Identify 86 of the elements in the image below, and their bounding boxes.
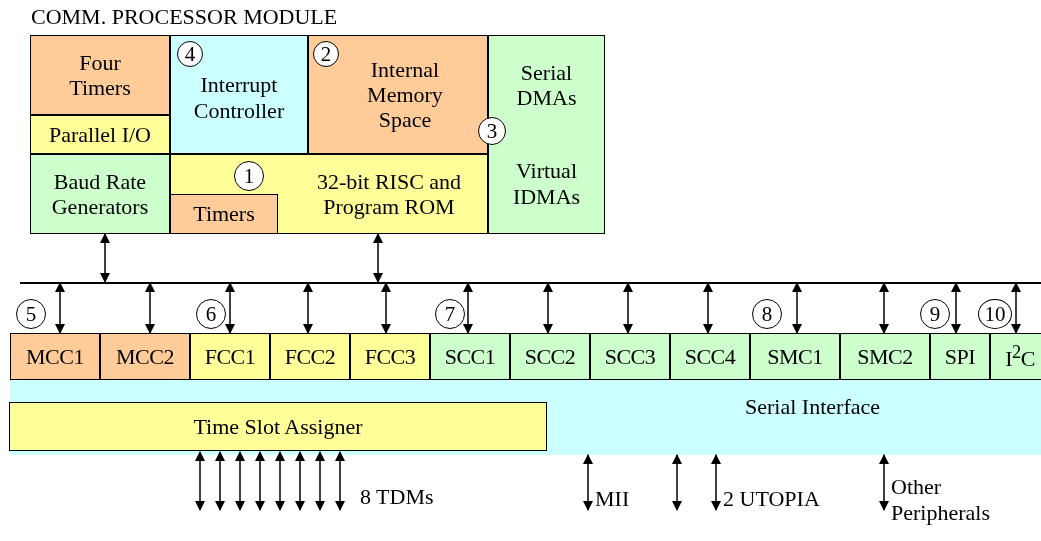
double-arrow <box>215 451 225 511</box>
double-arrow <box>315 451 325 511</box>
block-label: I$^{2}$C <box>1005 341 1035 372</box>
double-arrow <box>1011 282 1021 334</box>
double-arrow <box>879 454 889 511</box>
block-label: SCC1 <box>444 343 496 370</box>
block <box>488 35 605 234</box>
double-arrow <box>711 454 721 511</box>
double-arrow <box>55 282 65 334</box>
block <box>30 154 170 234</box>
block-label: Virtual IDMAs <box>511 158 582 210</box>
callout-number: 7 <box>444 301 456 327</box>
block-label: Serial DMAs <box>515 59 578 111</box>
callout-number: 5 <box>25 301 37 327</box>
interface-label: 8 TDMs <box>360 484 434 511</box>
block-label: SCC3 <box>604 343 656 370</box>
double-arrow <box>373 233 383 283</box>
callout-number: 1 <box>243 163 255 189</box>
block <box>170 154 488 234</box>
double-arrow <box>463 282 473 334</box>
double-arrow <box>335 451 345 511</box>
block-label: FCC2 <box>284 343 336 370</box>
block-label: SPI <box>944 343 976 370</box>
double-arrow <box>295 451 305 511</box>
double-arrow <box>235 451 245 511</box>
block-label: Baud Rate Generators <box>50 168 150 220</box>
double-arrow <box>145 282 155 334</box>
callout-number: 8 <box>761 301 773 327</box>
callout-circle <box>752 299 782 329</box>
callout-circle <box>196 299 226 329</box>
callout-circle <box>978 299 1012 329</box>
interface-label: MII <box>595 486 630 513</box>
assigner-bar <box>9 402 547 451</box>
callout-number: 3 <box>486 118 498 144</box>
block-label: Interrupt Controller <box>192 72 286 123</box>
block-label: 32-bit RISC and Program ROM <box>315 168 463 220</box>
callout-circle <box>234 161 264 191</box>
double-arrow <box>275 451 285 511</box>
callout-circle <box>435 299 465 329</box>
double-arrow <box>623 282 633 334</box>
block-label: Serial Interface <box>745 394 880 420</box>
double-arrow <box>792 282 802 334</box>
block-label: FCC1 <box>204 343 256 370</box>
callout-number: 4 <box>184 41 196 67</box>
block-label: SCC2 <box>524 343 576 370</box>
double-arrow <box>303 282 313 334</box>
block-label: MCC2 <box>116 343 174 370</box>
interface-label: 2 UTOPIA <box>723 486 820 513</box>
block <box>30 115 170 154</box>
double-arrow <box>381 282 391 334</box>
block <box>170 194 278 234</box>
block <box>308 35 488 154</box>
block-label: SMC1 <box>767 343 823 370</box>
double-arrow <box>703 282 713 334</box>
block-label: MCC1 <box>26 343 84 370</box>
double-arrow <box>951 282 961 334</box>
block <box>30 35 170 115</box>
callout-number: 6 <box>205 301 217 327</box>
block-label: SMC2 <box>857 343 913 370</box>
double-arrow <box>195 451 205 511</box>
block-label: Internal Memory Space <box>366 56 444 133</box>
callout-circle <box>920 299 950 329</box>
block-label: Time Slot Assigner <box>193 413 363 440</box>
callout-number: 10 <box>984 301 1006 327</box>
module-title: COMM. PROCESSOR MODULE <box>31 4 338 30</box>
double-arrow <box>255 451 265 511</box>
callout-circle <box>177 41 203 67</box>
block-label: FCC3 <box>364 343 416 370</box>
callout-number: 9 <box>929 301 941 327</box>
double-arrow <box>100 233 110 283</box>
callout-circle <box>313 41 339 67</box>
double-arrow <box>879 282 889 334</box>
double-arrow <box>543 282 553 334</box>
block-label: Timers <box>193 201 255 227</box>
double-arrow <box>583 454 593 511</box>
interface-band <box>10 380 1041 455</box>
callout-number: 2 <box>320 41 332 67</box>
double-arrow <box>672 454 682 511</box>
block-label: Parallel I/O <box>49 121 151 148</box>
bus-line <box>20 282 1041 284</box>
callout-circle <box>16 299 46 329</box>
block-label: Four Timers <box>68 49 132 101</box>
block <box>170 35 308 154</box>
block-label: SCC4 <box>684 343 736 370</box>
double-arrow <box>225 282 235 334</box>
interface-label: Other Peripherals <box>891 474 991 527</box>
